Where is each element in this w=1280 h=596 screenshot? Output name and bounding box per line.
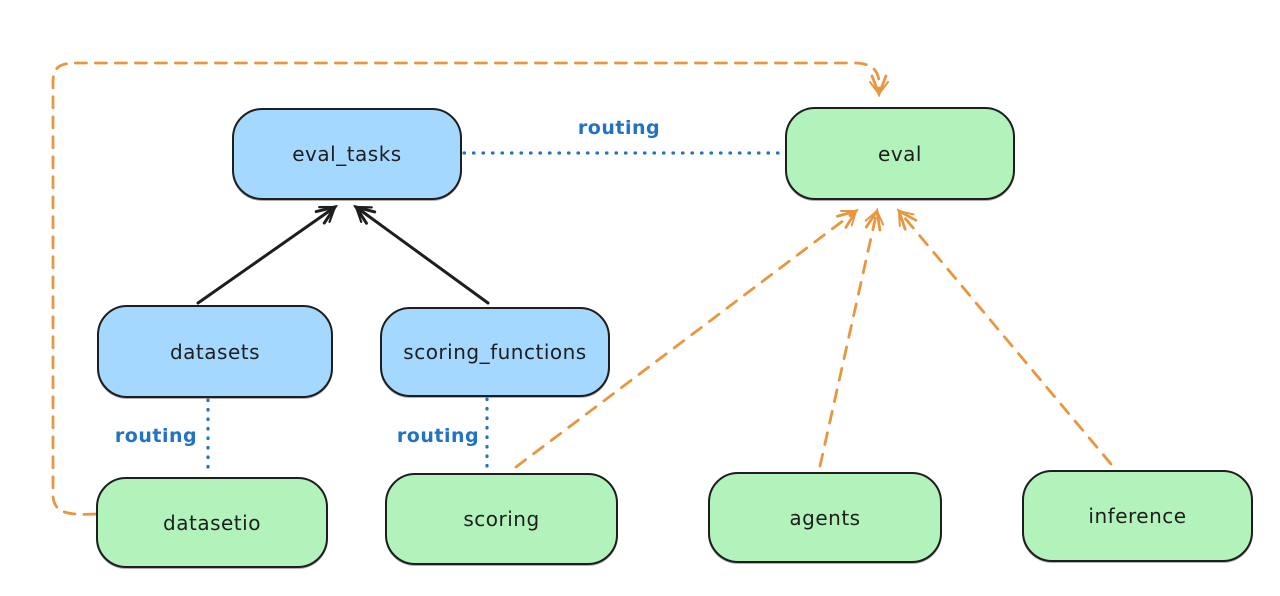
edge-datasetio-eval-dashed [51,61,879,516]
node-scoring-label: scoring [463,507,540,531]
edge-label-routing-evaltasks-eval: routing [577,117,661,139]
node-datasets-label: datasets [169,339,261,364]
node-scoring-functions: scoring_functions [380,307,610,397]
node-eval-tasks-label: eval_tasks [292,142,402,166]
node-inference-label: inference [1088,504,1187,528]
node-datasetio-label: datasetio [163,510,261,535]
node-datasets: datasets [97,305,333,398]
node-scoring: scoring [385,473,618,565]
edge-inference-eval-dashed [899,211,1113,466]
edge-scoringfunctions-evaltasks-arrow [356,207,490,305]
edge-datasets-evaltasks-arrow [196,207,335,305]
node-datasetio: datasetio [96,477,328,568]
edge-agents-eval-dashed [818,211,877,468]
node-eval-label: eval [878,141,922,166]
node-eval: eval [785,107,1015,200]
edge-label-routing-datasets-datasetio: routing [114,425,198,447]
node-inference: inference [1022,470,1253,562]
node-eval-tasks: eval_tasks [232,108,462,200]
edge-label-routing-scoringfunctions-scoring: routing [396,425,480,447]
edge-scoring-eval-dashed [514,211,856,469]
node-agents: agents [708,472,942,563]
node-scoring-functions-label: scoring_functions [403,340,587,364]
node-agents-label: agents [789,505,861,530]
